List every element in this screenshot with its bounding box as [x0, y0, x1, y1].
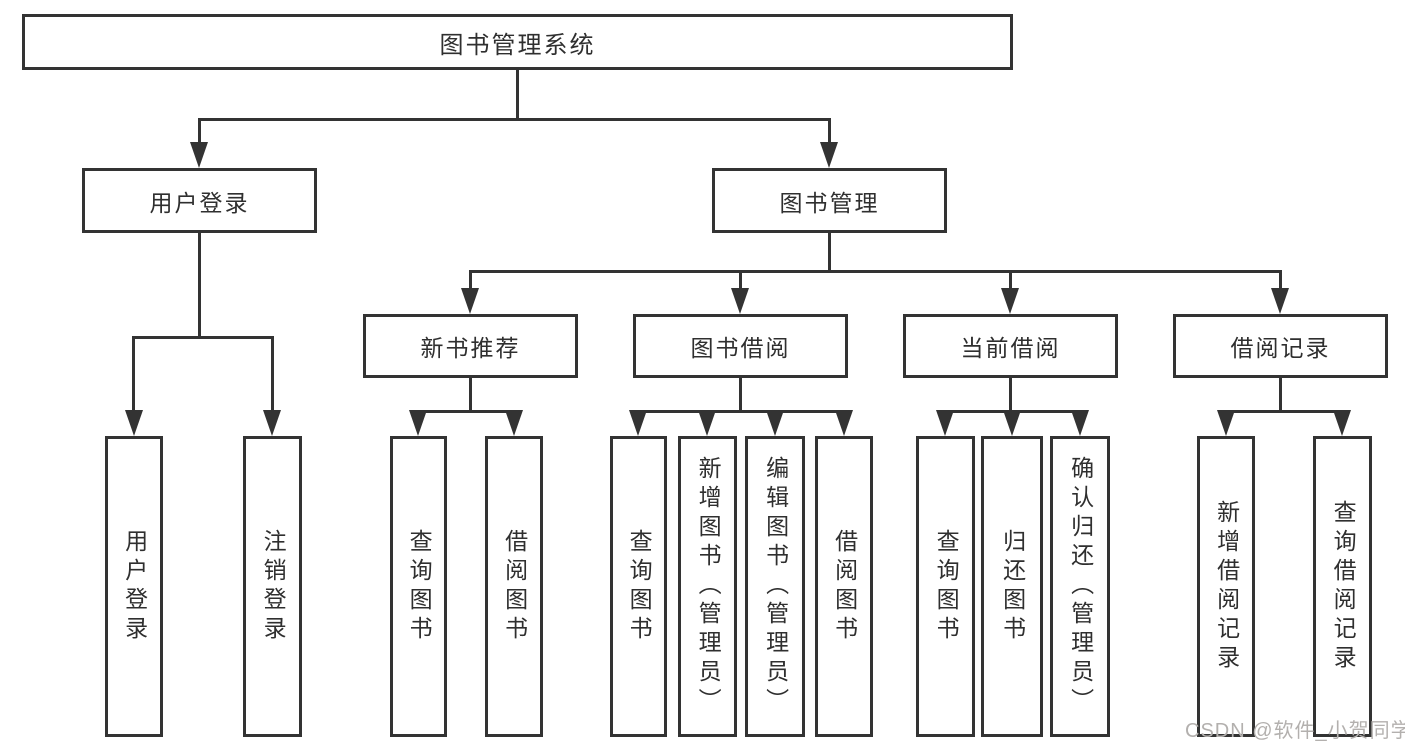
leaf-query-books-1-label: 查询图书 — [406, 528, 433, 645]
arrow-down-icon — [1003, 410, 1021, 436]
arrow-down-icon — [835, 410, 853, 436]
leaf-return-book-label: 归还图书 — [999, 528, 1026, 645]
node-borrow-records-label: 借阅记录 — [1230, 335, 1331, 361]
arrow-down-icon — [936, 410, 954, 436]
connector-bookmgmt-bar — [469, 270, 1282, 273]
connector-bookmgmt-drop-2 — [739, 270, 742, 290]
connector-bookmgmt-drop-1 — [469, 270, 472, 290]
leaf-query-books-1: 查询图书 — [390, 436, 447, 737]
arrow-down-icon — [190, 142, 208, 168]
arrow-down-icon — [1001, 288, 1019, 314]
leaf-add-book-admin: 新增图书（管理员） — [678, 436, 737, 737]
leaf-return-book: 归还图书 — [981, 436, 1043, 737]
leaf-user-login-label: 用户登录 — [121, 528, 148, 645]
arrow-down-icon — [1333, 410, 1351, 436]
leaf-borrow-books-2: 借阅图书 — [815, 436, 873, 737]
arrow-down-icon — [409, 410, 427, 436]
connector-root-left-drop — [198, 118, 201, 144]
leaf-query-books-3: 查询图书 — [916, 436, 975, 737]
arrow-down-icon — [1071, 410, 1089, 436]
connector-current-stem — [1009, 378, 1012, 412]
node-book-management-label: 图书管理 — [779, 189, 880, 216]
connector-root-right-drop — [828, 118, 831, 144]
arrow-down-icon — [629, 410, 647, 436]
arrow-down-icon — [698, 410, 716, 436]
connector-bookmgmt-drop-4 — [1279, 270, 1282, 290]
connector-root-bar — [198, 118, 831, 121]
watermark: CSDN @软件_小贺同学 — [1185, 720, 1405, 742]
connector-records-stem — [1279, 378, 1282, 412]
connector-newbook-stem — [469, 378, 472, 412]
leaf-query-borrow-record-label: 查询借阅记录 — [1330, 499, 1357, 674]
connector-userlogin-drop-2 — [271, 336, 274, 414]
arrow-down-icon — [263, 410, 281, 436]
node-book-management: 图书管理 — [712, 168, 947, 233]
leaf-borrow-books-1-label: 借阅图书 — [501, 528, 528, 645]
node-book-borrowing-label: 图书借阅 — [690, 335, 791, 361]
leaf-query-books-2-label: 查询图书 — [626, 528, 653, 645]
leaf-add-borrow-record-label: 新增借阅记录 — [1213, 499, 1240, 674]
leaf-user-login: 用户登录 — [105, 436, 163, 737]
leaf-confirm-return-admin: 确认归还（管理员） — [1050, 436, 1110, 737]
node-new-book-recommend: 新书推荐 — [363, 314, 578, 378]
node-root: 图书管理系统 — [22, 14, 1013, 70]
leaf-query-borrow-record: 查询借阅记录 — [1313, 436, 1372, 737]
leaf-logout-label: 注销登录 — [260, 528, 287, 645]
arrow-down-icon — [1271, 288, 1289, 314]
leaf-query-books-3-label: 查询图书 — [933, 528, 960, 645]
leaf-add-borrow-record: 新增借阅记录 — [1197, 436, 1255, 737]
leaf-borrow-books-2-label: 借阅图书 — [831, 528, 858, 645]
node-user-login-label: 用户登录 — [149, 189, 250, 216]
leaf-borrow-books-1: 借阅图书 — [485, 436, 543, 737]
leaf-logout: 注销登录 — [243, 436, 302, 737]
arrow-down-icon — [820, 142, 838, 168]
node-new-book-recommend-label: 新书推荐 — [420, 335, 521, 361]
leaf-query-books-2: 查询图书 — [610, 436, 667, 737]
connector-userlogin-drop-1 — [132, 336, 135, 414]
node-user-login: 用户登录 — [82, 168, 317, 233]
leaf-add-book-admin-label: 新增图书（管理员） — [695, 456, 722, 717]
leaf-edit-book-admin: 编辑图书（管理员） — [745, 436, 805, 737]
connector-borrowing-bar — [637, 410, 846, 413]
connector-records-bar — [1224, 410, 1344, 413]
leaf-confirm-return-admin-label: 确认归还（管理员） — [1067, 456, 1094, 717]
connector-newbook-bar — [417, 410, 516, 413]
arrow-down-icon — [461, 288, 479, 314]
node-root-label: 图书管理系统 — [439, 31, 596, 59]
connector-bookmgmt-drop-3 — [1009, 270, 1012, 290]
arrow-down-icon — [1217, 410, 1235, 436]
connector-userlogin-stem — [198, 233, 201, 338]
connector-borrowing-stem — [739, 378, 742, 412]
connector-bookmgmt-stem — [828, 233, 831, 272]
connector-userlogin-bar — [132, 336, 274, 339]
arrow-down-icon — [731, 288, 749, 314]
arrow-down-icon — [125, 410, 143, 436]
node-borrow-records: 借阅记录 — [1173, 314, 1388, 378]
arrow-down-icon — [505, 410, 523, 436]
arrow-down-icon — [766, 410, 784, 436]
node-current-borrowing: 当前借阅 — [903, 314, 1118, 378]
connector-root-stem — [516, 70, 519, 118]
node-current-borrowing-label: 当前借阅 — [960, 335, 1061, 361]
leaf-edit-book-admin-label: 编辑图书（管理员） — [762, 456, 789, 717]
node-book-borrowing: 图书借阅 — [633, 314, 848, 378]
